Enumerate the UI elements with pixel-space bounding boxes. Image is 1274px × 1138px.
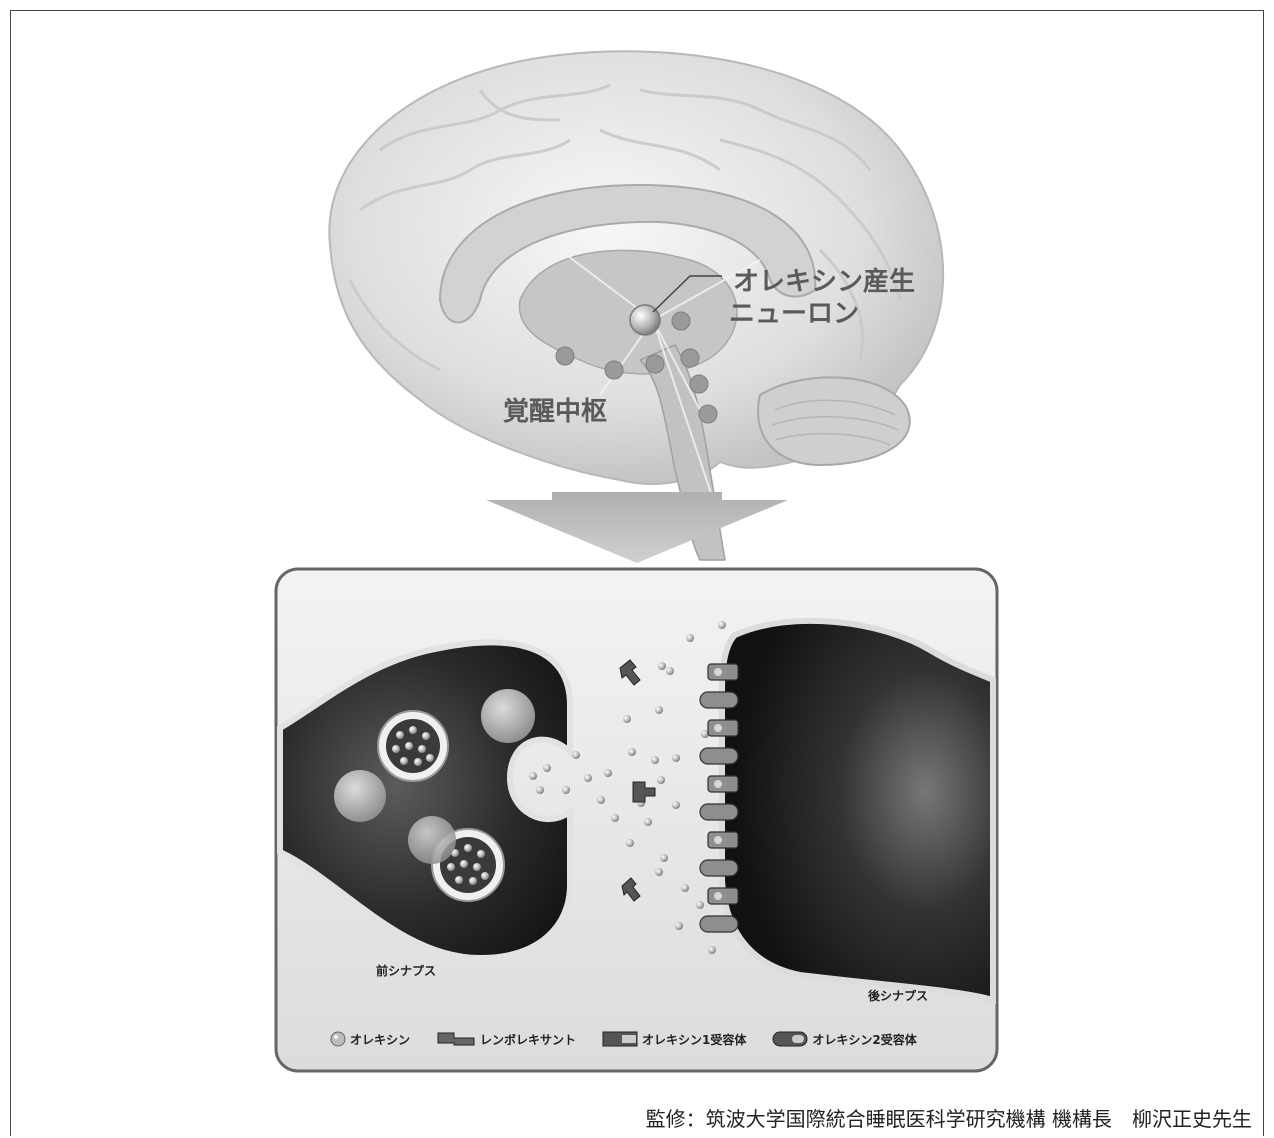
legend-label: オレキシン — [350, 1031, 410, 1048]
receptor2-icon — [772, 1031, 808, 1047]
legend-item-receptor2: オレキシン2受容体 — [772, 1031, 916, 1048]
legend-item-receptor1: オレキシン1受容体 — [602, 1031, 746, 1048]
orexin-neuron-label: オレキシン産生 ニューロン — [733, 266, 915, 330]
neuron-label-line1: オレキシン産生 — [733, 266, 915, 298]
orexin-ball-icon — [330, 1031, 346, 1047]
vesicle — [378, 711, 448, 781]
legend-item-lemborexant: レンボレキサント — [436, 1031, 576, 1048]
neuron-label-line2: ニューロン — [729, 298, 915, 330]
down-arrow — [486, 492, 788, 563]
legend-label: レンボレキサント — [480, 1031, 576, 1048]
post-synapse-label: 後シナプス — [868, 987, 928, 1004]
credit-line: 監修：筑波大学国際統合睡眠医科学研究機構 機構長 柳沢正史先生 — [646, 1103, 1252, 1132]
vesicle — [334, 770, 386, 822]
vesicle — [481, 689, 535, 743]
postsynaptic-cell — [722, 621, 993, 1000]
receptor1-icon — [602, 1031, 638, 1047]
legend: オレキシン レンボレキサント オレキシン1受容体 オレキシン2受容体 — [330, 1028, 943, 1050]
legend-label: オレキシン2受容体 — [812, 1031, 916, 1048]
legend-label: オレキシン1受容体 — [642, 1031, 746, 1048]
vesicle — [408, 816, 456, 864]
pre-synapse-label: 前シナプス — [376, 962, 436, 979]
lemborexant-icon — [436, 1031, 476, 1047]
arousal-center-label: 覚醒中枢 — [503, 396, 607, 428]
legend-item-orexin: オレキシン — [330, 1031, 410, 1048]
